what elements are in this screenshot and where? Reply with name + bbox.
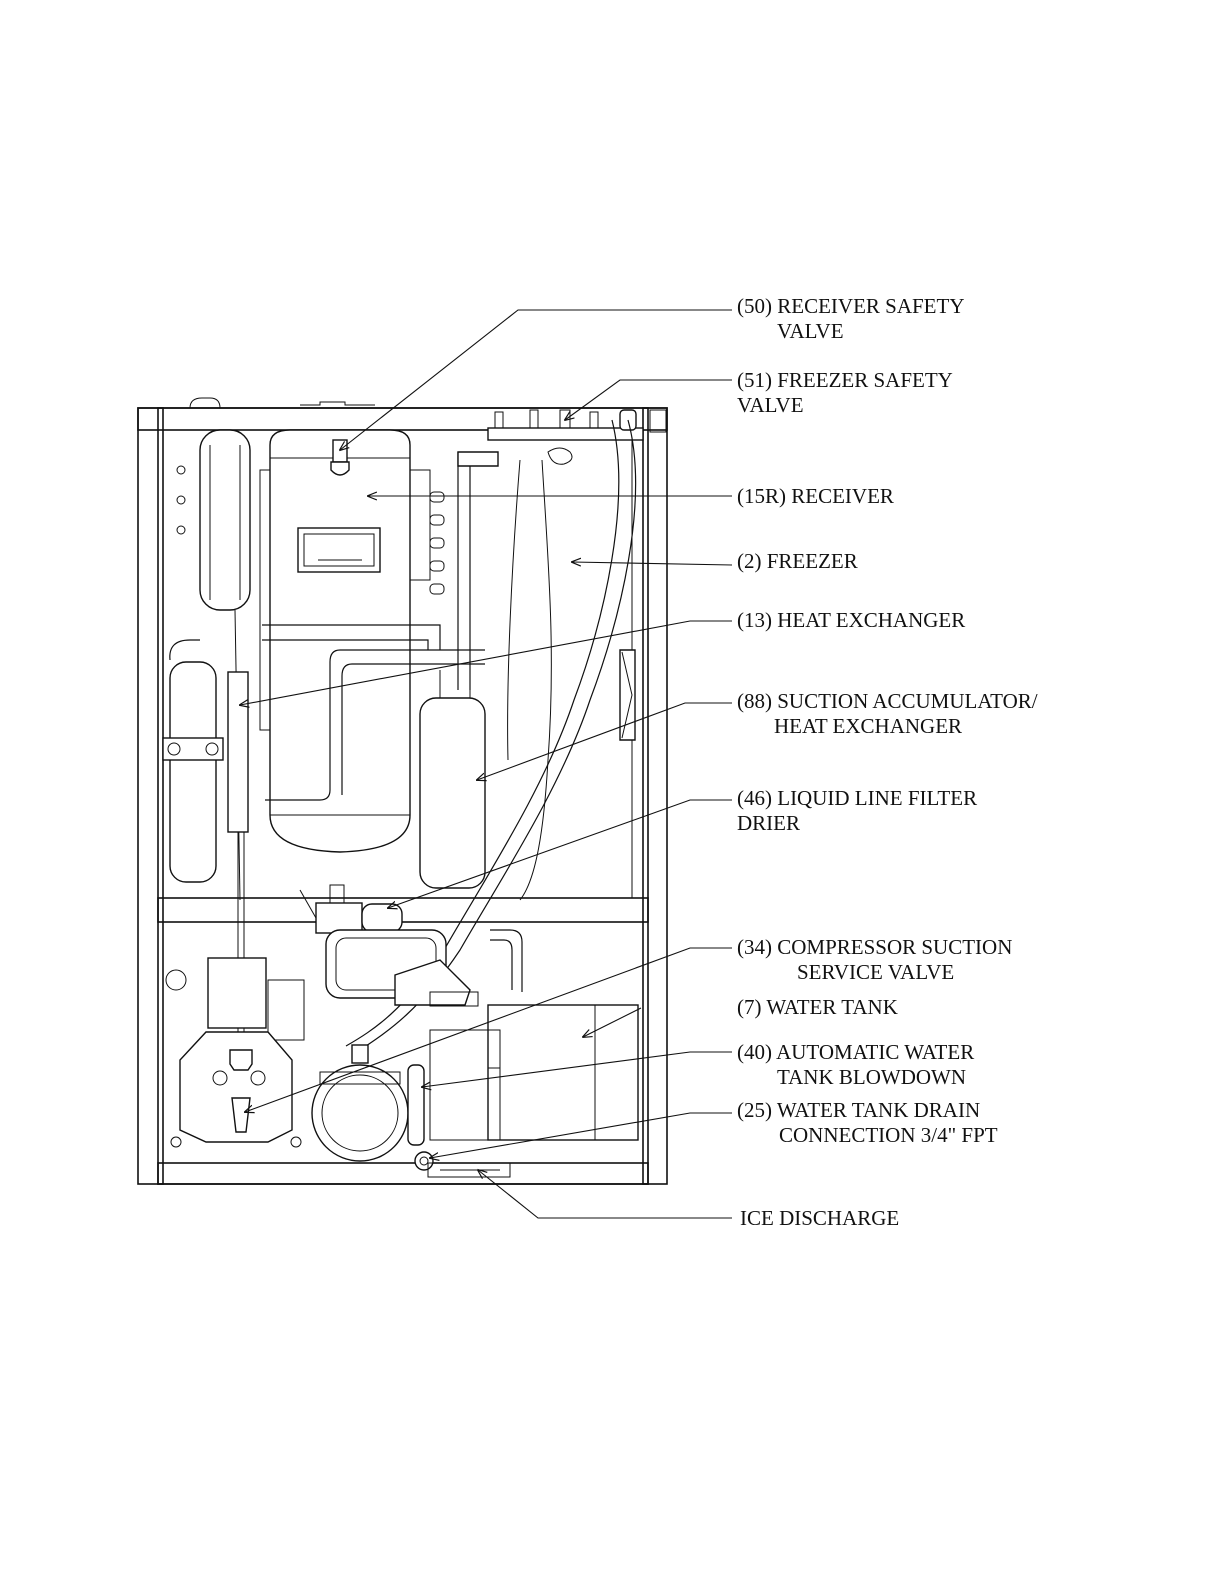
leader-freezer-safety-valve: [565, 379, 732, 420]
suction-accumulator: [419, 660, 486, 889]
leader-compressor-suction-service-valve: [245, 947, 732, 1112]
water-pump: [311, 1044, 425, 1162]
callout-freezer: (2) FREEZER: [737, 549, 858, 573]
leader-ice-discharge: [478, 1170, 732, 1219]
compressor: [325, 929, 523, 1007]
callout-labels: (50) RECEIVER SAFETY VALVE (51) FREEZER …: [737, 294, 1043, 1230]
callout-liquid-line-filter-drier: (46) LIQUID LINE FILTER DRIER: [737, 786, 982, 835]
machine-drawing: [137, 397, 668, 1185]
leader-water-tank-drain-connection: [430, 1112, 732, 1158]
callout-automatic-water-tank-blowdown: (40) AUTOMATIC WATER TANK BLOWDOWN: [737, 1040, 979, 1089]
callout-suction-accumulator: (88) SUCTION ACCUMULATOR/ HEAT EXCHANGER: [737, 689, 1043, 738]
machine-frame: [137, 397, 668, 1185]
leader-receiver-safety-valve: [340, 309, 732, 450]
callout-water-tank-drain-connection: (25) WATER TANK DRAIN CONNECTION 3/4" FP…: [737, 1098, 998, 1147]
drain-connection: [414, 1151, 434, 1171]
leader-suction-accumulator: [477, 702, 732, 780]
callout-compressor-suction-service-valve: (34) COMPRESSOR SUCTION SERVICE VALVE: [737, 935, 1018, 984]
callout-ice-discharge: ICE DISCHARGE: [740, 1206, 899, 1230]
callout-heat-exchanger: (13) HEAT EXCHANGER: [737, 608, 965, 632]
leader-heat-exchanger: [240, 620, 732, 705]
freezer-body: [619, 440, 636, 898]
leader-automatic-water-tank-blowdown: [422, 1051, 732, 1087]
freezer-manifold: [487, 409, 644, 465]
left-drier: [162, 639, 224, 883]
heat-exchanger-piping: [227, 451, 499, 1060]
gearmotor: [165, 957, 305, 1148]
receiver-tank: [259, 429, 445, 853]
liquid-line-drier: [299, 884, 403, 934]
callout-freezer-safety-valve: (51) FREEZER SAFETY VALVE: [737, 368, 957, 417]
leader-liquid-line-filter-drier: [388, 799, 732, 908]
leader-freezer: [572, 562, 733, 565]
water-tank: [429, 1004, 639, 1141]
callout-receiver-safety-valve: (50) RECEIVER SAFETY VALVE: [737, 294, 969, 343]
callout-water-tank: (7) WATER TANK: [737, 995, 898, 1019]
leader-lines: [240, 309, 733, 1219]
callout-receiver: (15R) RECEIVER: [737, 484, 894, 508]
leader-water-tank: [583, 1007, 642, 1037]
ice-discharge-chute: [427, 1162, 511, 1178]
